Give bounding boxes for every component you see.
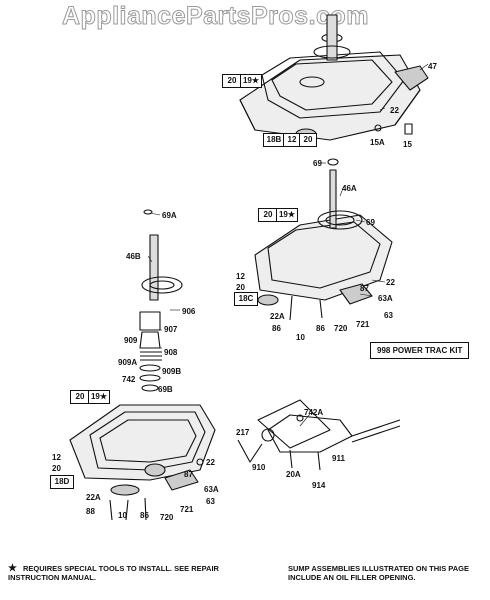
part-label: 909 xyxy=(124,336,138,345)
leader-lines xyxy=(147,63,429,427)
linkage-assembly xyxy=(237,399,401,471)
part-label: 909B xyxy=(162,367,182,376)
left-gear-stack xyxy=(139,209,183,392)
part-label: 69 xyxy=(313,159,322,168)
part-label: 69A xyxy=(162,211,177,220)
part-label: 909A xyxy=(118,358,138,367)
footnote-special-tools-text: REQUIRES SPECIAL TOOLS TO INSTALL. SEE R… xyxy=(8,564,219,582)
box-top-19: 19★ xyxy=(240,74,262,88)
part-label: 15A xyxy=(370,138,385,147)
part-label: 217 xyxy=(236,428,250,437)
part-label: 20A xyxy=(286,470,301,479)
box-mid-20: 20 xyxy=(258,208,278,222)
part-label: 20 xyxy=(236,283,245,292)
box-mid-18c: 18C xyxy=(234,292,258,306)
part-label: 22A xyxy=(86,493,101,502)
bottom-sump-assembly xyxy=(69,404,216,521)
box-bot-18d: 18D xyxy=(50,475,74,489)
box-mid-19: 19★ xyxy=(276,208,298,222)
box-top-18b: 18B xyxy=(263,133,285,147)
footnote-oil-filler: SUMP ASSEMBLIES ILLUSTRATED ON THIS PAGE… xyxy=(288,564,469,582)
part-label: 914 xyxy=(312,481,326,490)
part-label: 22 xyxy=(206,458,215,467)
part-label: 910 xyxy=(252,463,266,472)
part-label: 88 xyxy=(86,507,95,516)
part-label: 721 xyxy=(180,505,194,514)
part-label: 906 xyxy=(182,307,196,316)
part-label: 742A xyxy=(304,408,324,417)
part-label: 87 xyxy=(184,470,193,479)
part-label: 63A xyxy=(378,294,393,303)
part-label: 86 xyxy=(140,511,149,520)
watermark-logo: AppliancePartsPros.com xyxy=(62,2,369,31)
part-label: 63A xyxy=(204,485,219,494)
part-label: 22 xyxy=(390,106,399,115)
part-label: 46B xyxy=(126,252,141,261)
footnote-special-tools: ★REQUIRES SPECIAL TOOLS TO INSTALL. SEE … xyxy=(8,563,238,583)
part-label: 721 xyxy=(356,320,370,329)
part-label: 10 xyxy=(296,333,305,342)
part-label: 46A xyxy=(342,184,357,193)
box-top-20b: 20 xyxy=(299,133,317,147)
box-bot-19: 19★ xyxy=(88,390,110,404)
part-label: 69B xyxy=(158,385,173,394)
part-label: 911 xyxy=(332,454,345,463)
part-label: 86 xyxy=(316,324,325,333)
part-label: 908 xyxy=(164,348,178,357)
part-label: 20 xyxy=(52,464,61,473)
part-label: 907 xyxy=(164,325,178,334)
top-sump-assembly xyxy=(239,14,429,141)
part-label: 10 xyxy=(118,511,127,520)
part-label: 22A xyxy=(270,312,285,321)
part-label: 720 xyxy=(334,324,348,333)
part-label: 22 xyxy=(386,278,395,287)
box-top-20: 20 xyxy=(222,74,242,88)
power-trac-kit-label: 998 POWER TRAC KIT xyxy=(370,342,470,359)
part-label: 86 xyxy=(272,324,281,333)
part-label: 47 xyxy=(428,62,437,71)
part-label: 742 xyxy=(122,375,136,384)
box-bot-20: 20 xyxy=(70,390,90,404)
part-label: 63 xyxy=(206,497,215,506)
part-label: 12 xyxy=(236,272,245,281)
part-label: 87 xyxy=(360,284,369,293)
part-label: 63 xyxy=(384,311,393,320)
part-label: 69 xyxy=(366,218,375,227)
star-icon: ★ xyxy=(8,563,17,574)
part-label: 15 xyxy=(403,140,412,149)
part-label: 12 xyxy=(52,453,61,462)
part-label: 720 xyxy=(160,513,174,522)
